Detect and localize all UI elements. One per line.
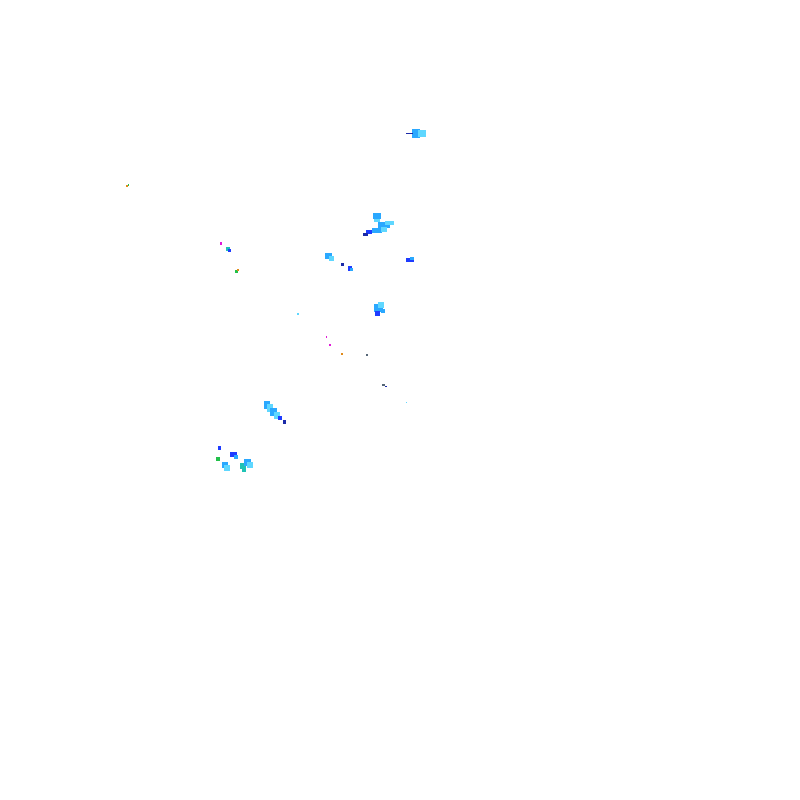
- echo-pixel: [381, 227, 387, 232]
- echo-speck-west: [126, 184, 129, 187]
- echo-pixel: [237, 269, 239, 271]
- echo-pixel: [274, 412, 280, 419]
- echo-pixel: [270, 408, 277, 416]
- echo-pixel: [247, 462, 253, 468]
- echo-pixel: [278, 416, 282, 420]
- echo-cell-west-pair: [220, 242, 239, 273]
- echo-pixel: [283, 420, 286, 424]
- echo-pixel: [216, 457, 220, 461]
- echo-pixel: [375, 311, 380, 316]
- echo-pixel: [341, 353, 343, 355]
- echo-pixel: [325, 253, 332, 259]
- echo-pixel: [228, 249, 231, 252]
- echo-pixel: [363, 233, 368, 236]
- echo-pixel: [378, 302, 384, 308]
- echo-cell-mid-west: [325, 253, 353, 271]
- echo-pixel: [366, 354, 368, 356]
- echo-pixel: [242, 468, 246, 472]
- echo-cell-east: [406, 257, 414, 262]
- echo-pixel: [406, 133, 413, 134]
- echo-pixel: [382, 384, 385, 386]
- echo-pixel: [406, 402, 407, 403]
- echo-cell-central-upper: [363, 213, 394, 236]
- echo-pixel: [373, 213, 381, 219]
- echo-pixel: [412, 129, 420, 138]
- echo-specks-scattered: [297, 313, 407, 403]
- echo-pixel: [329, 344, 331, 346]
- echo-pixel: [374, 219, 380, 222]
- echo-pixel: [230, 452, 237, 457]
- echo-pixel: [418, 130, 426, 137]
- echo-pixel: [385, 221, 394, 225]
- echo-pixel: [341, 263, 344, 266]
- echo-pixel: [126, 185, 128, 187]
- echo-pixel: [326, 336, 327, 338]
- echo-cell-north: [406, 129, 426, 138]
- echo-cell-central-mid: [374, 302, 385, 316]
- echo-pixel: [381, 309, 385, 313]
- echo-pixel: [128, 184, 129, 186]
- echo-pixel: [410, 257, 414, 260]
- echo-pixel: [235, 270, 238, 273]
- echo-pixel: [378, 222, 390, 228]
- echo-pixel: [234, 455, 238, 459]
- echo-pixel: [329, 256, 334, 261]
- echo-pixel: [240, 463, 246, 469]
- echo-pixel: [366, 230, 372, 234]
- echo-pixel: [224, 465, 230, 471]
- echo-cell-south-cluster: [216, 446, 253, 472]
- echo-pixel: [372, 228, 382, 233]
- echo-pixel: [218, 446, 221, 450]
- echo-pixel: [385, 386, 387, 387]
- echo-pixel: [350, 268, 353, 271]
- echo-pixel: [220, 242, 222, 245]
- echo-cell-southwest: [264, 401, 286, 424]
- echo-pixel: [297, 313, 299, 315]
